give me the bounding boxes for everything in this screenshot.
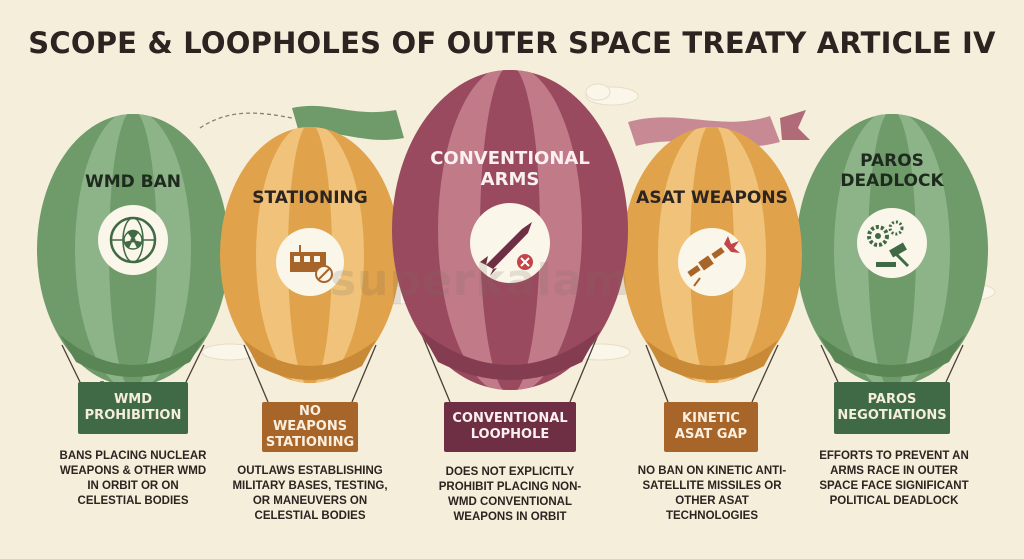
- description-wmd-ban: BANS PLACING NUCLEAR WEAPONS & OTHER WMD…: [59, 450, 207, 507]
- missile-icon: [470, 203, 550, 283]
- watermark: superkalam: [330, 255, 631, 306]
- basket-no-weapons-stationing: NO WEAPONS STATIONING: [262, 402, 358, 452]
- balloon-title-paros-deadlock: PAROS DEADLOCK: [840, 151, 944, 191]
- radiation-globe-icon: [98, 205, 168, 275]
- basket-kinetic-asat-gap: KINETIC ASAT GAP: [664, 402, 758, 452]
- military-base-icon: [276, 228, 344, 296]
- basket-paros-negotiations: PAROS NEGOTIATIONS: [834, 382, 950, 434]
- page-title: SCOPE & LOOPHOLES OF OUTER SPACE TREATY …: [28, 26, 996, 60]
- balloon-ropes: [61, 329, 964, 403]
- description-paros-deadlock: EFFORTS TO PREVENT AN ARMS RACE IN OUTER…: [819, 450, 969, 507]
- basket-wmd-prohibition: WMD PROHIBITION: [78, 382, 188, 434]
- description-conventional-arms: DOES NOT EXPLICITLY PROHIBIT PLACING NON…: [438, 466, 582, 523]
- gears-gavel-icon: [857, 208, 927, 278]
- balloon-title-asat-weapons: ASAT WEAPONS: [636, 188, 788, 208]
- balloon-title-wmd-ban: WMD BAN: [84, 172, 182, 192]
- basket-conventional-loophole: CONVENTIONAL LOOPHOLE: [444, 402, 576, 452]
- description-stationing: OUTLAWS ESTABLISHING MILITARY BASES, TES…: [232, 465, 388, 522]
- balloon-title-stationing: STATIONING: [252, 188, 368, 208]
- description-asat-weapons: NO BAN ON KINETIC ANTI-SATELLITE MISSILE…: [637, 465, 787, 522]
- balloon-title-conventional-arms: CONVENTIONAL ARMS: [430, 148, 590, 190]
- satellite-strike-icon: [678, 228, 746, 296]
